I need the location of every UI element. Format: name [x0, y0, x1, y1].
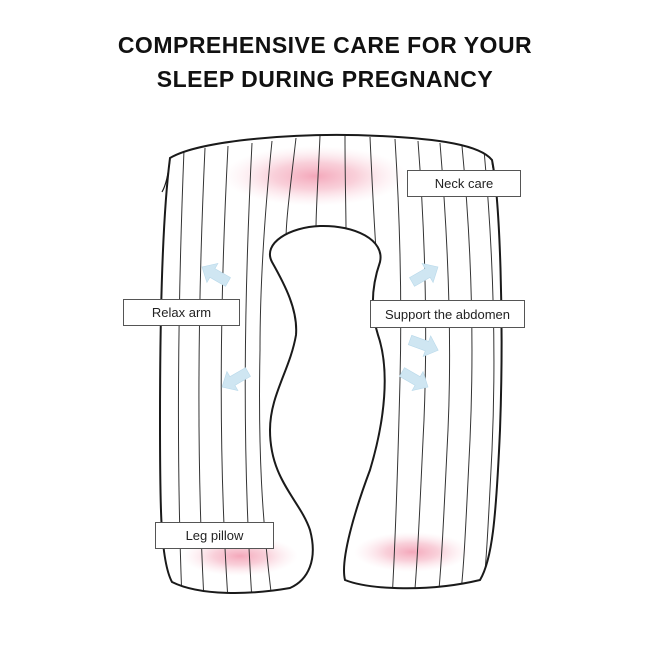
pillow-outline — [158, 134, 503, 594]
arrow-icon — [221, 367, 251, 391]
pillow-top-seam — [161, 159, 171, 193]
title-line-1: COMPREHENSIVE CARE FOR YOUR — [117, 32, 533, 58]
arrow-icon — [201, 263, 231, 287]
title-line-2: SLEEP DURING PREGNANCY — [156, 66, 494, 92]
leg-highlight-right — [354, 532, 470, 572]
leg-pillow-label: Leg pillow — [155, 522, 274, 549]
page-title: COMPREHENSIVE CARE FOR YOUR SLEEP DURING… — [0, 28, 650, 96]
neck-highlight — [223, 146, 407, 206]
pressure-arrows — [201, 263, 439, 391]
relax-arm-text: Relax arm — [151, 305, 212, 320]
arrow-icon — [407, 334, 439, 358]
arrow-icon — [399, 367, 429, 391]
support-abdomen-label: Support the abdomen — [370, 300, 525, 328]
leg-pillow-text: Leg pillow — [185, 528, 244, 543]
relax-arm-label: Relax arm — [123, 299, 240, 326]
neck-care-label: Neck care — [407, 170, 521, 197]
support-abdomen-text: Support the abdomen — [384, 306, 511, 322]
neck-care-text: Neck care — [434, 176, 494, 191]
arrow-icon — [409, 263, 439, 287]
